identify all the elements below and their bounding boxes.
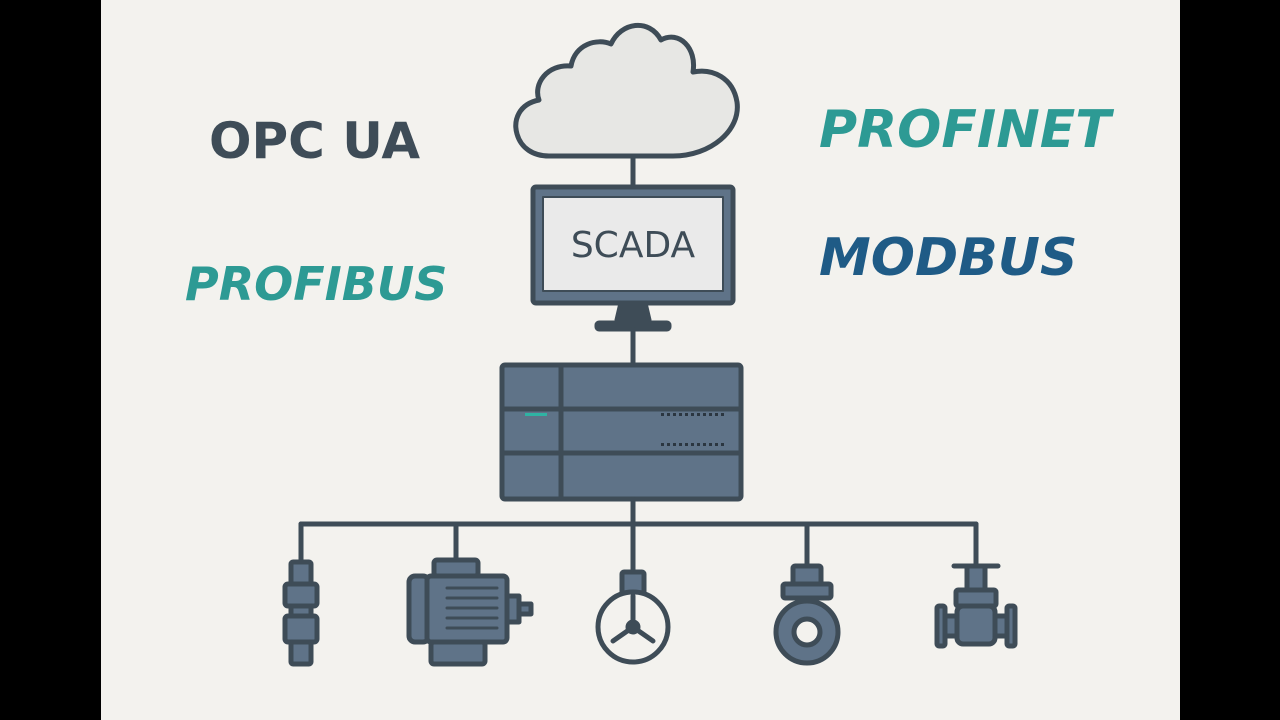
label-profinet: PROFINET xyxy=(819,100,1111,160)
topology-graphic: SCADA xyxy=(282,22,1018,667)
label-modbus: MODBUS xyxy=(819,228,1078,288)
plc-icon xyxy=(499,362,744,502)
handwheel-icon xyxy=(595,569,671,665)
cloud-icon xyxy=(513,22,740,159)
plc-indicators xyxy=(525,413,724,446)
pump-icon xyxy=(773,563,841,666)
motor-icon xyxy=(406,557,534,667)
network-diagram: OPC UA PROFINET PROFIBUS MODBUS xyxy=(101,0,1180,720)
plc-leds-bottom xyxy=(661,443,724,446)
label-profibus: PROFIBUS xyxy=(185,257,448,311)
valve-icon xyxy=(934,563,1018,649)
plc-leds-top xyxy=(661,413,724,416)
sensor-icon xyxy=(282,559,320,667)
monitor-label: SCADA xyxy=(571,225,696,266)
label-opc-ua: OPC UA xyxy=(209,112,421,170)
monitor-icon xyxy=(530,184,736,332)
